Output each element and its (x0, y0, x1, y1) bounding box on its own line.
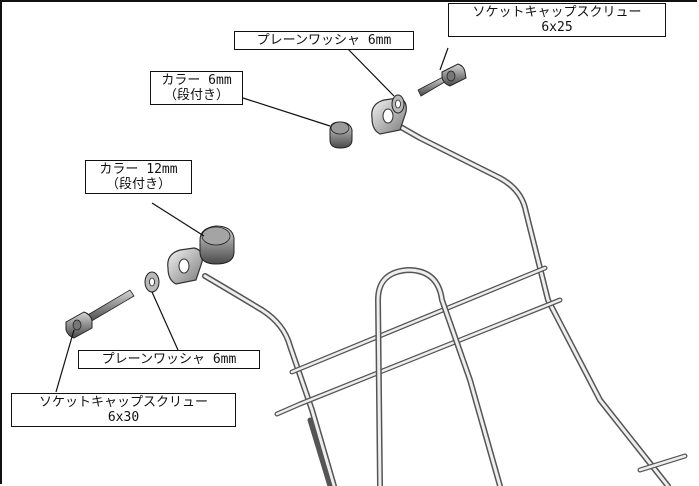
socket-cap-screw-6x25 (417, 63, 467, 97)
leader-lines (55, 45, 449, 393)
label-collar-12mm: カラー 12mm （段付き） (85, 160, 192, 194)
left-stay (202, 273, 337, 486)
label-screw-6x30-line2: 6x30 (107, 410, 140, 425)
label-screw-6x25: ソケットキャップスクリュー 6x25 (448, 3, 666, 37)
leader-screw-top (439, 47, 449, 71)
collar-6mm (329, 121, 353, 149)
collar-12mm (199, 225, 235, 265)
label-screw-6x25-line2: 6x25 (541, 20, 573, 35)
cross-tube-upper (289, 265, 548, 375)
inner-loop (375, 267, 503, 486)
label-collar-6mm: カラー 6mm （段付き） (150, 71, 243, 105)
leader-washer-top (344, 45, 395, 97)
label-washer-bottom-line1: プレーンワッシャ 6mm (101, 352, 237, 367)
socket-cap-screw-6x30 (65, 289, 135, 339)
leader-collar-6 (242, 97, 331, 127)
side-rails (307, 417, 688, 486)
label-collar-12mm-line2: （段付き） (105, 177, 171, 192)
plain-washer-bottom (144, 271, 160, 293)
label-collar-6mm-line2: （段付き） (163, 88, 229, 103)
label-screw-6x30-line1: ソケットキャップスクリュー (38, 395, 208, 410)
leader-screw-bottom (55, 329, 75, 393)
label-collar-12mm-line1: カラー 12mm (99, 162, 178, 177)
right-stay (389, 119, 671, 486)
leader-washer-bottom (151, 291, 179, 351)
lower-mount-tab (167, 247, 203, 285)
cross-tube-lower (274, 297, 563, 417)
label-washer-top-line1: プレーンワッシャ 6mm (256, 33, 392, 48)
leader-collar-12 (151, 202, 205, 237)
label-washer-bottom: プレーンワッシャ 6mm (78, 350, 260, 369)
rack-frame (202, 119, 688, 486)
label-washer-top: プレーンワッシャ 6mm (234, 31, 414, 50)
plain-washer-top (391, 94, 405, 114)
label-collar-6mm-line1: カラー 6mm (161, 73, 232, 88)
label-screw-6x25-line1: ソケットキャップスクリュー (472, 5, 642, 20)
label-screw-6x30: ソケットキャップスクリュー 6x30 (11, 393, 236, 427)
